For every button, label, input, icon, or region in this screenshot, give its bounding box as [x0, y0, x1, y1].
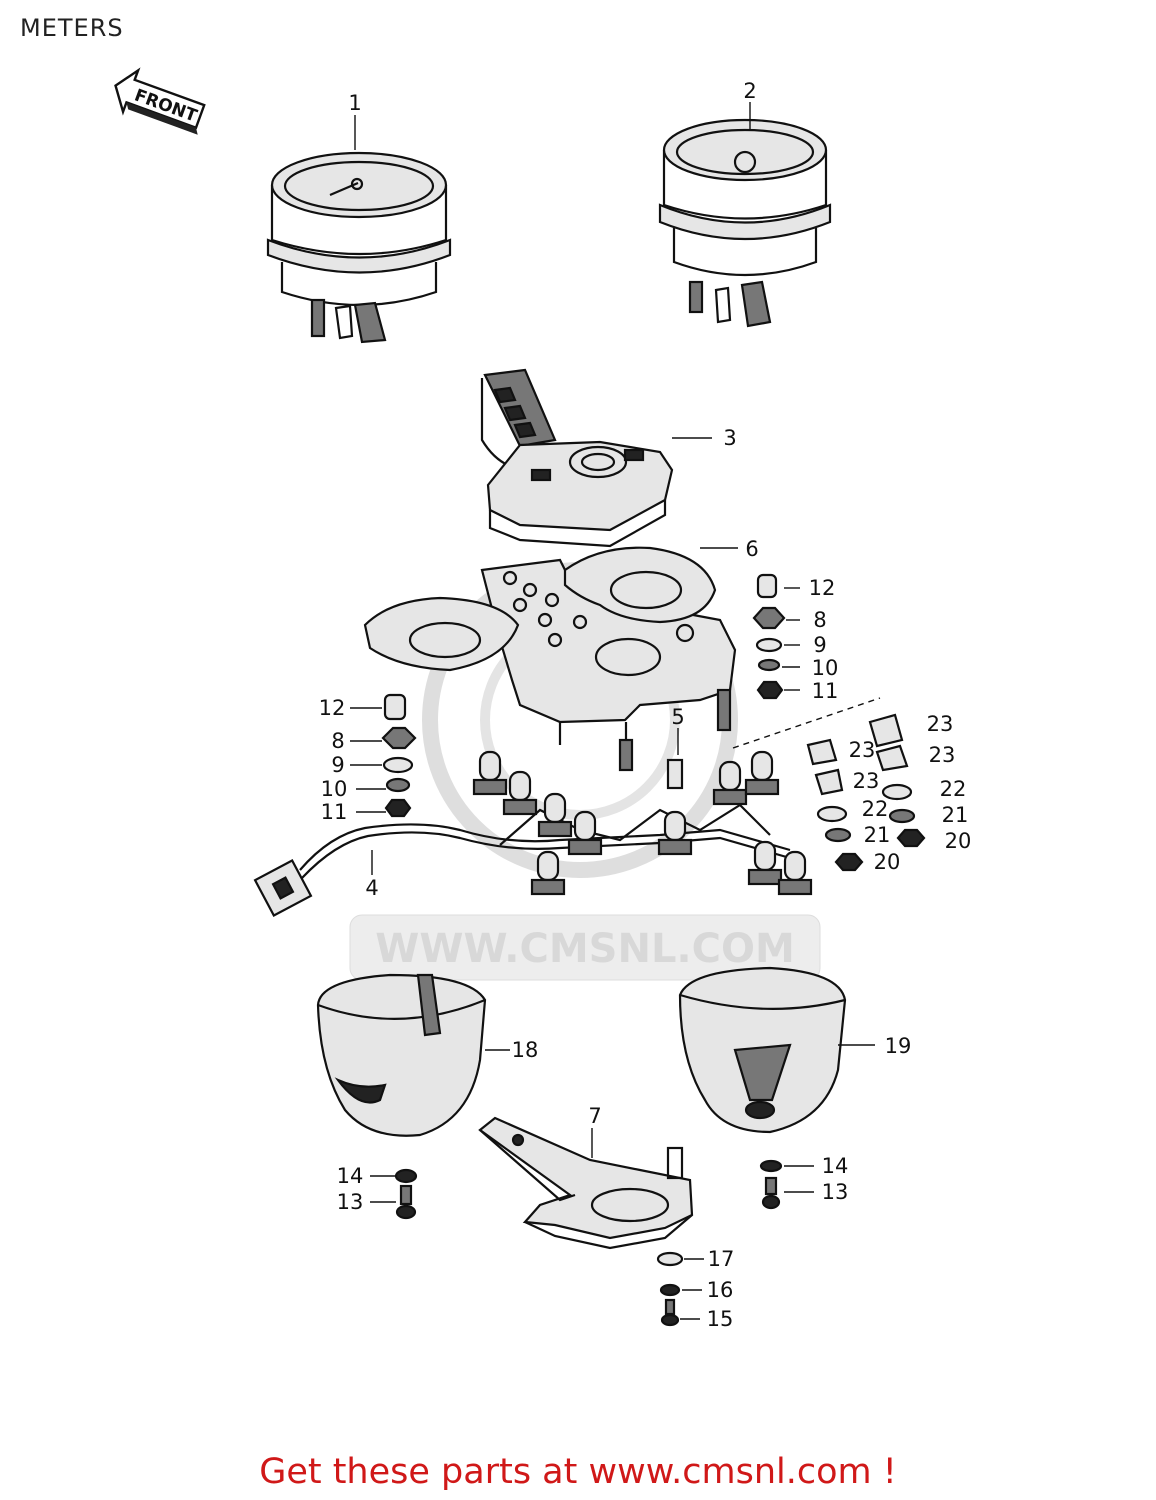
grommet-set: [806, 713, 926, 872]
callout-16: 16: [707, 1278, 734, 1302]
callout-17: 17: [708, 1247, 735, 1271]
callout-3: 3: [723, 426, 736, 450]
meter-bracket: [363, 546, 737, 772]
meter-right: [658, 118, 832, 328]
indicator-housing: [480, 368, 674, 548]
callout-13-right: 13: [822, 1180, 849, 1204]
screws-and-washers: [394, 1146, 783, 1327]
callout-4: 4: [365, 876, 378, 900]
callout-20-left: 20: [874, 850, 901, 874]
callout-22-right: 22: [940, 777, 967, 801]
meter-cover-left: [316, 973, 487, 1137]
callout-12-left: 12: [319, 696, 346, 720]
callout-10-left: 10: [321, 777, 348, 801]
callout-2: 2: [743, 79, 756, 103]
callout-22-left: 22: [862, 797, 889, 821]
bulb-sockets: [472, 750, 813, 896]
callout-11-left: 11: [321, 800, 348, 824]
callout-5: 5: [671, 705, 684, 729]
callout-1: 1: [348, 91, 361, 115]
page-title: METERS: [20, 14, 124, 42]
callout-14-left: 14: [337, 1164, 364, 1188]
callout-23-b: 23: [849, 738, 876, 762]
meter-cover-right: [678, 966, 847, 1134]
leader-lines: [350, 102, 881, 1320]
callout-21-right: 21: [942, 803, 969, 827]
callout-7: 7: [588, 1104, 601, 1128]
callout-8-right: 8: [813, 608, 826, 632]
callout-23-a: 23: [927, 712, 954, 736]
callout-21-left: 21: [864, 823, 891, 847]
callout-13-left: 13: [337, 1190, 364, 1214]
callout-18: 18: [512, 1038, 539, 1062]
hardware-left-stack: [381, 693, 417, 818]
callout-15: 15: [707, 1307, 734, 1331]
watermark-text: WWW.CMSNL.COM: [375, 926, 795, 972]
callout-9-right: 9: [813, 633, 826, 657]
front-arrow-icon: FRONT: [114, 67, 206, 135]
callout-8-left: 8: [331, 729, 344, 753]
callout-11-right: 11: [812, 679, 839, 703]
callout-labels: 1 2 3 6 12 8 9 10 11 12 8 9 10 11 5 4 23…: [319, 79, 972, 1331]
callout-6: 6: [745, 537, 758, 561]
hardware-right-stack: [752, 573, 786, 700]
callout-23-c: 23: [929, 743, 956, 767]
footer-link-text[interactable]: Get these parts at www.cmsnl.com !: [259, 1452, 897, 1492]
callout-14-right: 14: [822, 1154, 849, 1178]
lower-bracket: [478, 1116, 694, 1250]
callout-20-right: 20: [945, 829, 972, 853]
callout-12-right: 12: [809, 576, 836, 600]
callout-19: 19: [885, 1034, 912, 1058]
callout-23-d: 23: [853, 769, 880, 793]
callout-10-right: 10: [812, 656, 839, 680]
meter-left: [266, 151, 452, 344]
callout-9-left: 9: [331, 753, 344, 777]
